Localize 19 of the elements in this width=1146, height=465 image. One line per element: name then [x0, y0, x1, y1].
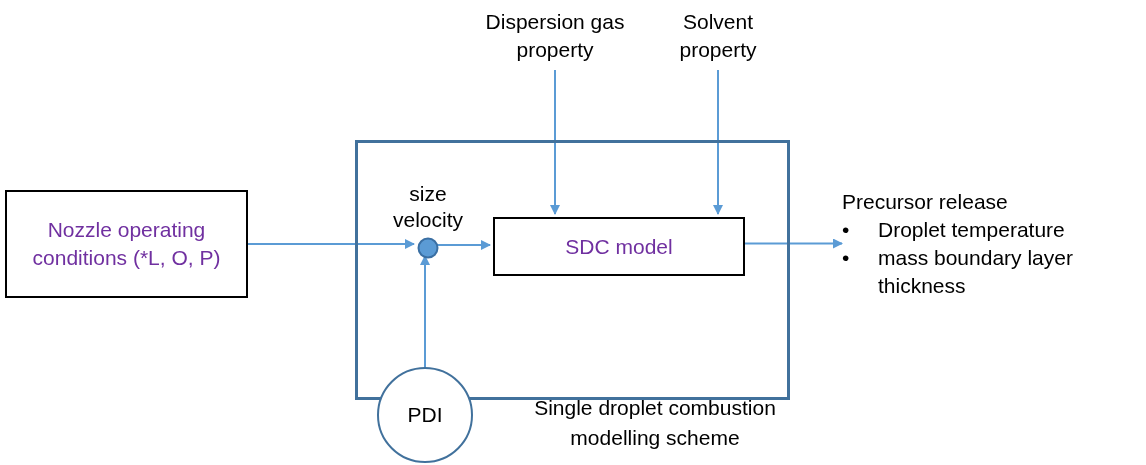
- node-label: Nozzle operating conditions (*L, O, P): [31, 217, 222, 271]
- process-box: [493, 217, 745, 276]
- node-label: PDI: [407, 402, 443, 429]
- caption: Single droplet combustion modelling scheme: [533, 395, 777, 451]
- bullet-marker: •: [842, 245, 851, 271]
- system-boundary-box: [355, 140, 790, 400]
- arrow: [420, 255, 430, 368]
- bullet-item: mass boundary layer thickness: [878, 245, 1074, 299]
- input-label: Dispersion gas property: [484, 9, 626, 63]
- node-caption: size velocity: [392, 181, 464, 233]
- arrow: [713, 69, 723, 215]
- arrow: [550, 69, 560, 215]
- bullet-marker: •: [842, 217, 851, 243]
- output-heading: Precursor release: [842, 189, 1009, 215]
- node-label: SDC model: [565, 233, 673, 260]
- input-label: Solvent property: [678, 9, 758, 63]
- bullet-item: Droplet temperature: [878, 217, 1065, 243]
- arrow: [247, 239, 415, 249]
- process-box: [5, 190, 248, 298]
